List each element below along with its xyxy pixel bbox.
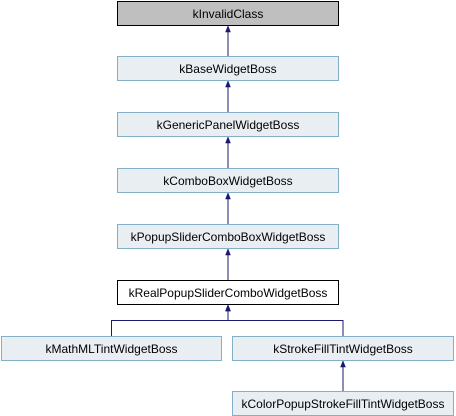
node-kStrokeFillTintWidgetBoss[interactable]: kStrokeFillTintWidgetBoss <box>232 336 454 361</box>
node-kPopupSliderComboBoxWidgetBoss[interactable]: kPopupSliderComboBoxWidgetBoss <box>117 224 339 249</box>
node-kInvalidClass: kInvalidClass <box>117 1 339 26</box>
node-kColorPopupStrokeFillTintWidgetBoss[interactable]: kColorPopupStrokeFillTintWidgetBoss <box>232 391 454 416</box>
node-kGenericPanelWidgetBoss[interactable]: kGenericPanelWidgetBoss <box>117 112 339 137</box>
edge-kStrokeFillTintWidgetBoss-to-kRealPopupSliderComboWidgetBoss <box>225 304 344 336</box>
node-kMathMLTintWidgetBoss[interactable]: kMathMLTintWidgetBoss <box>1 336 222 361</box>
edge-kMathMLTintWidgetBoss-to-kRealPopupSliderComboWidgetBoss <box>111 304 231 336</box>
node-kComboBoxWidgetBoss[interactable]: kComboBoxWidgetBoss <box>117 168 339 193</box>
node-kRealPopupSliderComboWidgetBoss: kRealPopupSliderComboWidgetBoss <box>117 280 339 305</box>
node-kBaseWidgetBoss[interactable]: kBaseWidgetBoss <box>117 56 339 81</box>
